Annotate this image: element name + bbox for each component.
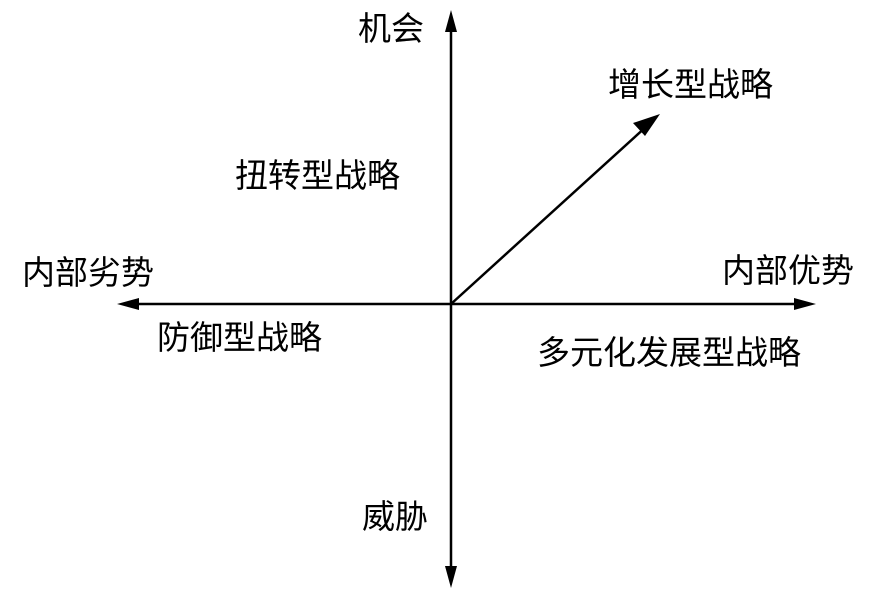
axis-label-opportunity: 机会	[358, 9, 424, 48]
axis-label-internal-strength: 内部优势	[722, 251, 854, 290]
growth-arrowhead	[633, 114, 660, 136]
growth-arrow-line	[450, 124, 649, 305]
quadrant-label-growth-strategy: 增长型战略	[608, 65, 773, 104]
quadrant-label-turnaround-strategy: 扭转型战略	[235, 156, 400, 195]
quadrant-label-defensive-strategy: 防御型战略	[157, 318, 322, 357]
axis-label-internal-weakness: 内部劣势	[22, 253, 154, 292]
quadrant-label-diversified-strategy: 多元化发展型战略	[537, 333, 801, 372]
down-arrowhead	[445, 566, 457, 588]
left-arrowhead	[117, 298, 139, 310]
right-arrowhead	[794, 298, 816, 310]
axis-label-threat: 威胁	[362, 497, 428, 536]
up-arrowhead	[445, 10, 457, 32]
